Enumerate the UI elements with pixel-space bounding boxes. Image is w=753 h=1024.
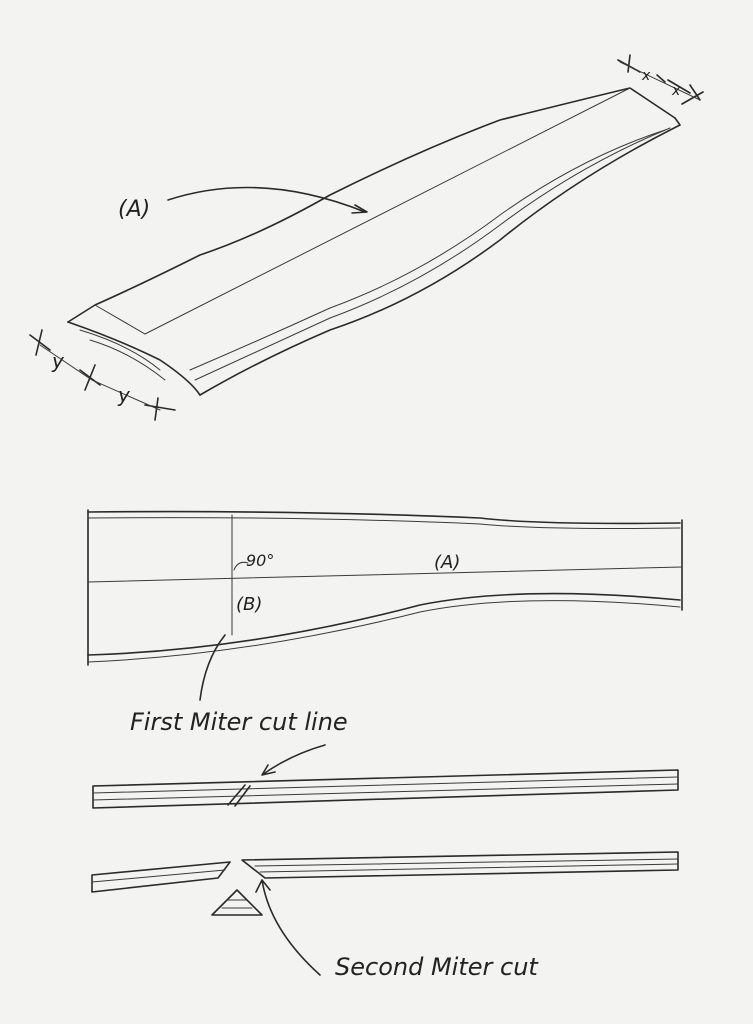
label-a-plan: (A) xyxy=(434,552,460,573)
strip-second-cut: Second Miter cut xyxy=(91,851,679,981)
angle-label: 90° xyxy=(246,551,274,570)
board-perspective: (A) y y x x xyxy=(29,54,704,421)
label-b: (B) xyxy=(236,594,262,615)
dim-y1: y xyxy=(51,349,65,373)
second-cut-label: Second Miter cut xyxy=(335,953,539,981)
dim-y2: y xyxy=(117,383,131,407)
label-a-top: (A) xyxy=(118,197,150,222)
first-cut-label: First Miter cut line xyxy=(130,708,348,736)
strip-first-cut xyxy=(92,744,679,809)
dim-x2: x xyxy=(671,83,681,99)
board-plan: 90° (A) (B) First Miter cut line xyxy=(87,509,683,736)
dim-x1: x xyxy=(641,68,651,84)
